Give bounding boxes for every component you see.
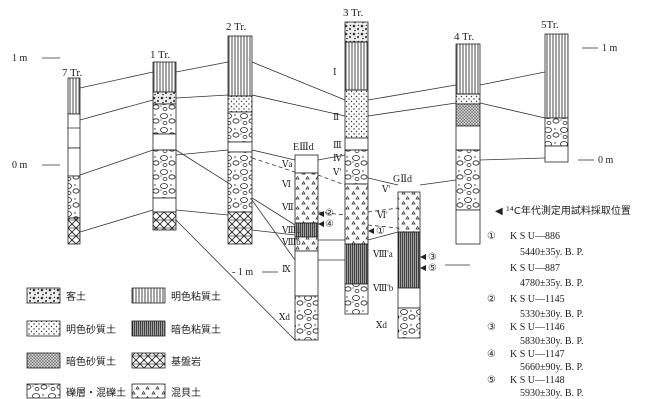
sample-date: 5440±35y. B. P. <box>520 247 583 258</box>
sample-code: K S U―1148 <box>510 375 565 386</box>
legend-label: 明色砂質土 <box>66 323 116 336</box>
sample-marker-3: ③ <box>428 252 437 263</box>
sample-marker-5: ⑤ <box>428 263 437 274</box>
layer-label: Ⅷb <box>281 237 301 247</box>
scale-left-zero: 0 m <box>12 160 28 171</box>
sample-code: K S U―1145 <box>510 294 565 305</box>
sample-marker-1: ① <box>376 226 385 237</box>
legend-swatch-dark-clay <box>132 321 165 336</box>
legend-label: 暗色砂質土 <box>66 355 116 368</box>
layer-label: Ⅰ <box>333 67 337 77</box>
legend-label: 基盤岩 <box>171 355 201 368</box>
trench-3-column <box>345 22 368 314</box>
sample-code: K S U―886 <box>510 231 560 242</box>
pit-g-label: GⅡd <box>393 174 412 185</box>
sample-num: ① <box>487 231 496 242</box>
legend-swatch-bedrock <box>132 353 165 368</box>
layer-label: Ⅴ' <box>332 167 341 177</box>
scale-right-zero: 0 m <box>598 155 614 166</box>
sample-num: ③ <box>487 322 496 333</box>
layer-label: Ⅸ <box>282 264 291 274</box>
trench-2-label: 2 Tr. <box>226 21 246 33</box>
sample-num: ④ <box>487 349 496 360</box>
trench-4-column <box>456 44 480 244</box>
trench-7-column <box>68 78 80 244</box>
layer-label: Ⅷ'b <box>372 283 394 293</box>
legend-swatch-bright-clay <box>132 288 165 303</box>
sample-date: 5930±30y. B. P. <box>520 388 583 399</box>
sample-list: ① K S U―886 5440±35y. B. P. K S U―887 47… <box>487 231 583 399</box>
legend-swatch-gravel <box>27 384 60 398</box>
pit-g2d-column <box>398 192 420 338</box>
sample-date: 5660±90y. B. P. <box>520 362 583 373</box>
layer-label: Ⅴa <box>281 159 293 169</box>
layer-label: Ⅹd <box>376 320 387 330</box>
layer-label: Ⅶ <box>281 202 294 212</box>
sample-num: ⑤ <box>487 375 496 386</box>
sample-marker-2: ② <box>325 208 334 219</box>
legend: 客土 明色粘質土 明色砂質土 暗色粘質土 暗色砂質土 基盤岩 礫層・混礫土 混貝… <box>27 288 221 399</box>
sample-code: K S U―1147 <box>510 349 565 360</box>
sample-date: 4780±35y. B. P. <box>520 278 583 289</box>
layer-label: Ⅲ <box>333 140 342 150</box>
trench-1-label: 1 Tr. <box>150 49 170 61</box>
trench-2-column <box>228 36 252 244</box>
trench-7-label: 7 Tr. <box>62 67 82 79</box>
sample-date: 5330±30y. B. P. <box>520 309 583 320</box>
trench-4-label: 4 Tr. <box>454 31 474 43</box>
legend-label: 暗色粘質土 <box>171 323 221 336</box>
sample-marker-4: ④ <box>325 219 334 230</box>
layer-label: Ⅹd <box>279 312 290 322</box>
layer-label: Ⅵ' <box>376 210 388 220</box>
trench-1-column <box>153 62 176 230</box>
sample-date: 5830±30y. B. P. <box>520 336 583 347</box>
layer-label: Ⅵ <box>281 179 291 189</box>
pit-e-label: EⅢd <box>293 142 314 153</box>
sample-num: ② <box>487 294 496 305</box>
scale-left-top: 1 m <box>12 53 28 64</box>
scale-right-top: 1 m <box>602 43 618 54</box>
legend-label: 礫層・混礫土 <box>66 386 126 399</box>
legend-label: 明色粘質土 <box>171 290 221 303</box>
trench-labels: 7 Tr. 1 Tr. 2 Tr. 3 Tr. 4 Tr. 5Tr. <box>62 7 559 79</box>
legend-swatch-shell <box>132 384 165 398</box>
sample-code: K S U―887 <box>510 263 560 274</box>
trench-5-column <box>545 34 568 162</box>
layer-label: Ⅱ <box>333 112 339 122</box>
sample-code: K S U―1146 <box>510 322 565 333</box>
legend-label: 混貝土 <box>171 386 201 399</box>
layer-label: Ⅴ' <box>381 184 390 194</box>
legend-swatch-bright-sandy <box>27 321 60 336</box>
trench-3-label: 3 Tr. <box>343 7 363 19</box>
c14-note: ◀ ¹⁴C年代測定用試料採取位置 <box>495 204 631 217</box>
legend-label: 客土 <box>66 290 86 303</box>
trench-5-label: 5Tr. <box>541 19 559 31</box>
layer-label: Ⅷ'a <box>372 249 393 259</box>
legend-swatch-fill-soil <box>27 288 60 303</box>
layer-label: Ⅳ <box>333 153 343 163</box>
layer-label: Ⅷa <box>281 225 300 235</box>
legend-swatch-dark-sandy <box>27 353 60 368</box>
pit-e3d-column <box>295 155 318 340</box>
scale-minus: - 1 m <box>232 267 253 278</box>
